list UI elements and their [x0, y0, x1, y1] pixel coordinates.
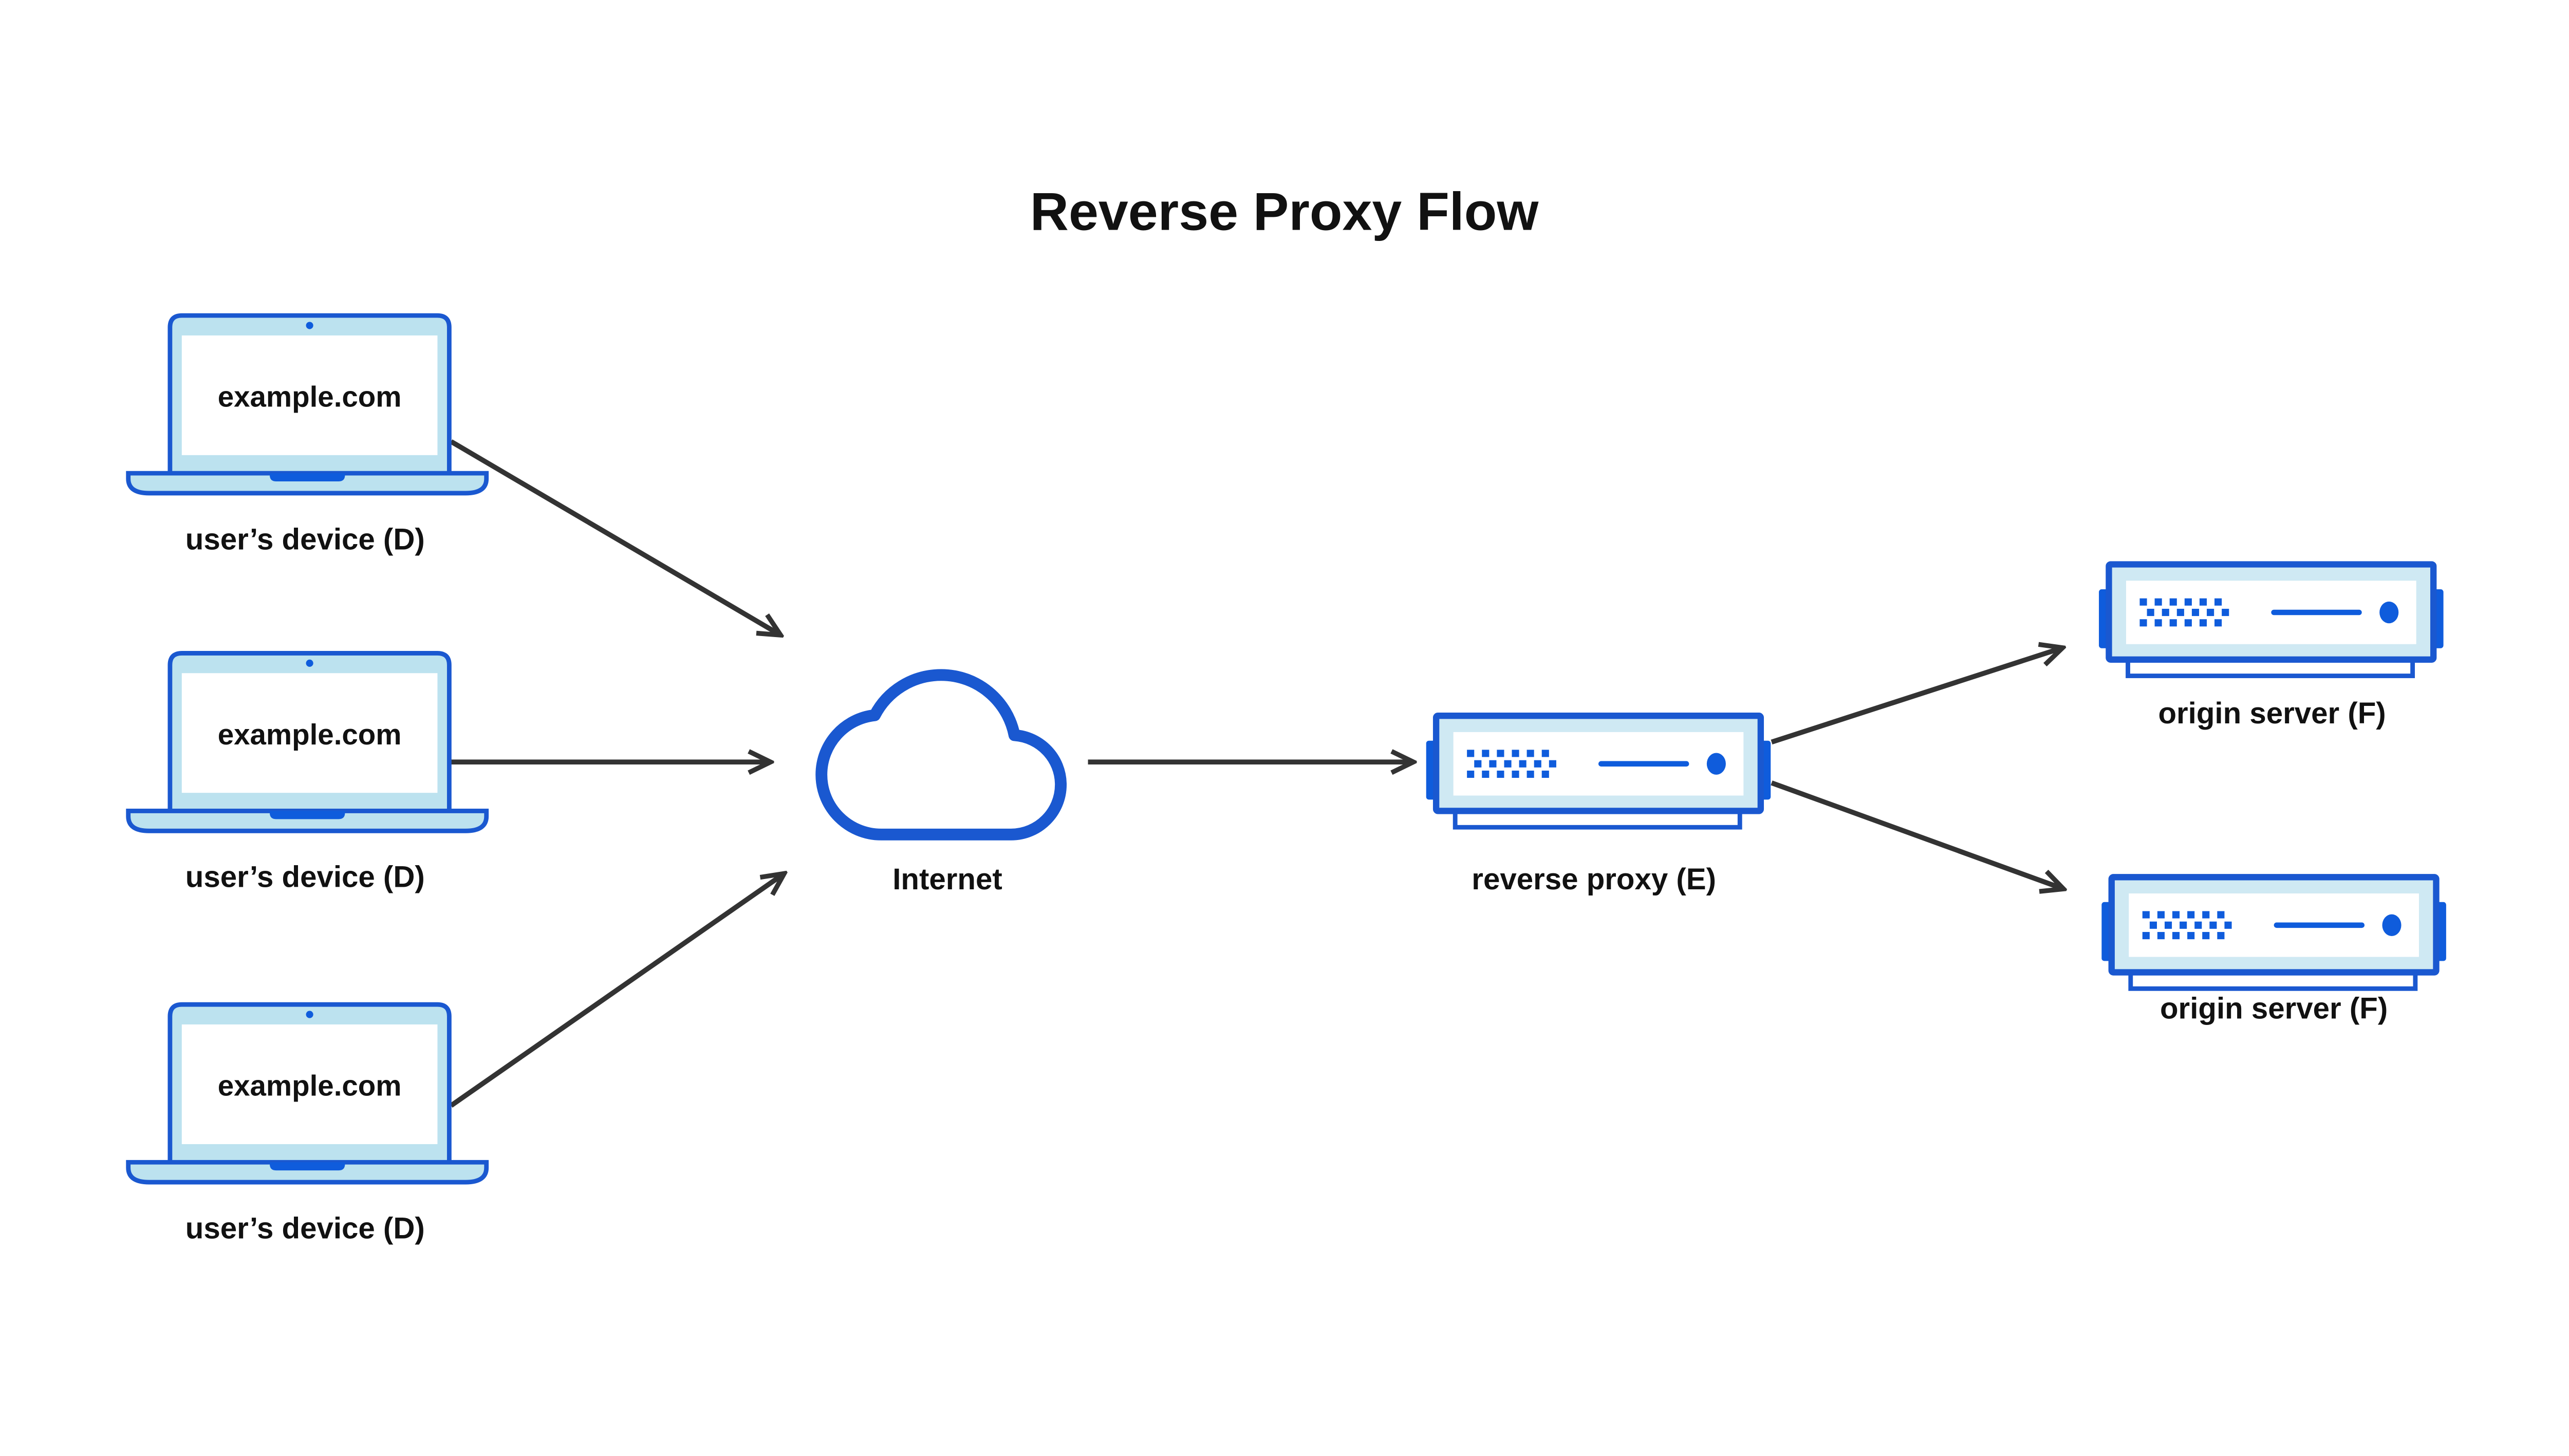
- diagram-title: Reverse Proxy Flow: [1030, 182, 1539, 241]
- server-icon: [2099, 564, 2444, 676]
- arrow-device3-internet: [450, 873, 784, 1108]
- reverse-proxy-label: reverse proxy (E): [1472, 863, 1716, 896]
- device-screen-text: example.com: [218, 1070, 402, 1102]
- cloud-icon: [815, 669, 1067, 841]
- server-icon: [1426, 716, 1771, 827]
- device-label: user’s device (D): [185, 1211, 425, 1245]
- origin-server-2: origin server (F): [2101, 877, 2446, 1025]
- user-device-2: example.com user’s device (D): [128, 653, 487, 894]
- reverse-proxy: reverse proxy (E): [1426, 716, 1771, 896]
- device-screen-text: example.com: [218, 718, 402, 751]
- device-label: user’s device (D): [185, 522, 425, 556]
- user-device-3: example.com user’s device (D): [128, 1004, 487, 1245]
- server-icon: [2101, 877, 2446, 988]
- arrow-device1-internet: [450, 439, 780, 635]
- user-device-1: example.com user’s device (D): [128, 315, 487, 556]
- device-label: user’s device (D): [185, 861, 425, 894]
- flow-arrows: [450, 439, 2063, 1108]
- arrow-reverse-proxy-origin1: [1771, 648, 2062, 744]
- internet: Internet: [815, 669, 1067, 896]
- origin-server-label: origin server (F): [2158, 697, 2386, 730]
- device-screen-text: example.com: [218, 380, 402, 413]
- origin-server-1: origin server (F): [2099, 564, 2444, 730]
- origin-server-label: origin server (F): [2160, 992, 2388, 1025]
- internet-label: Internet: [892, 863, 1002, 896]
- arrow-reverse-proxy-origin2: [1771, 780, 2063, 889]
